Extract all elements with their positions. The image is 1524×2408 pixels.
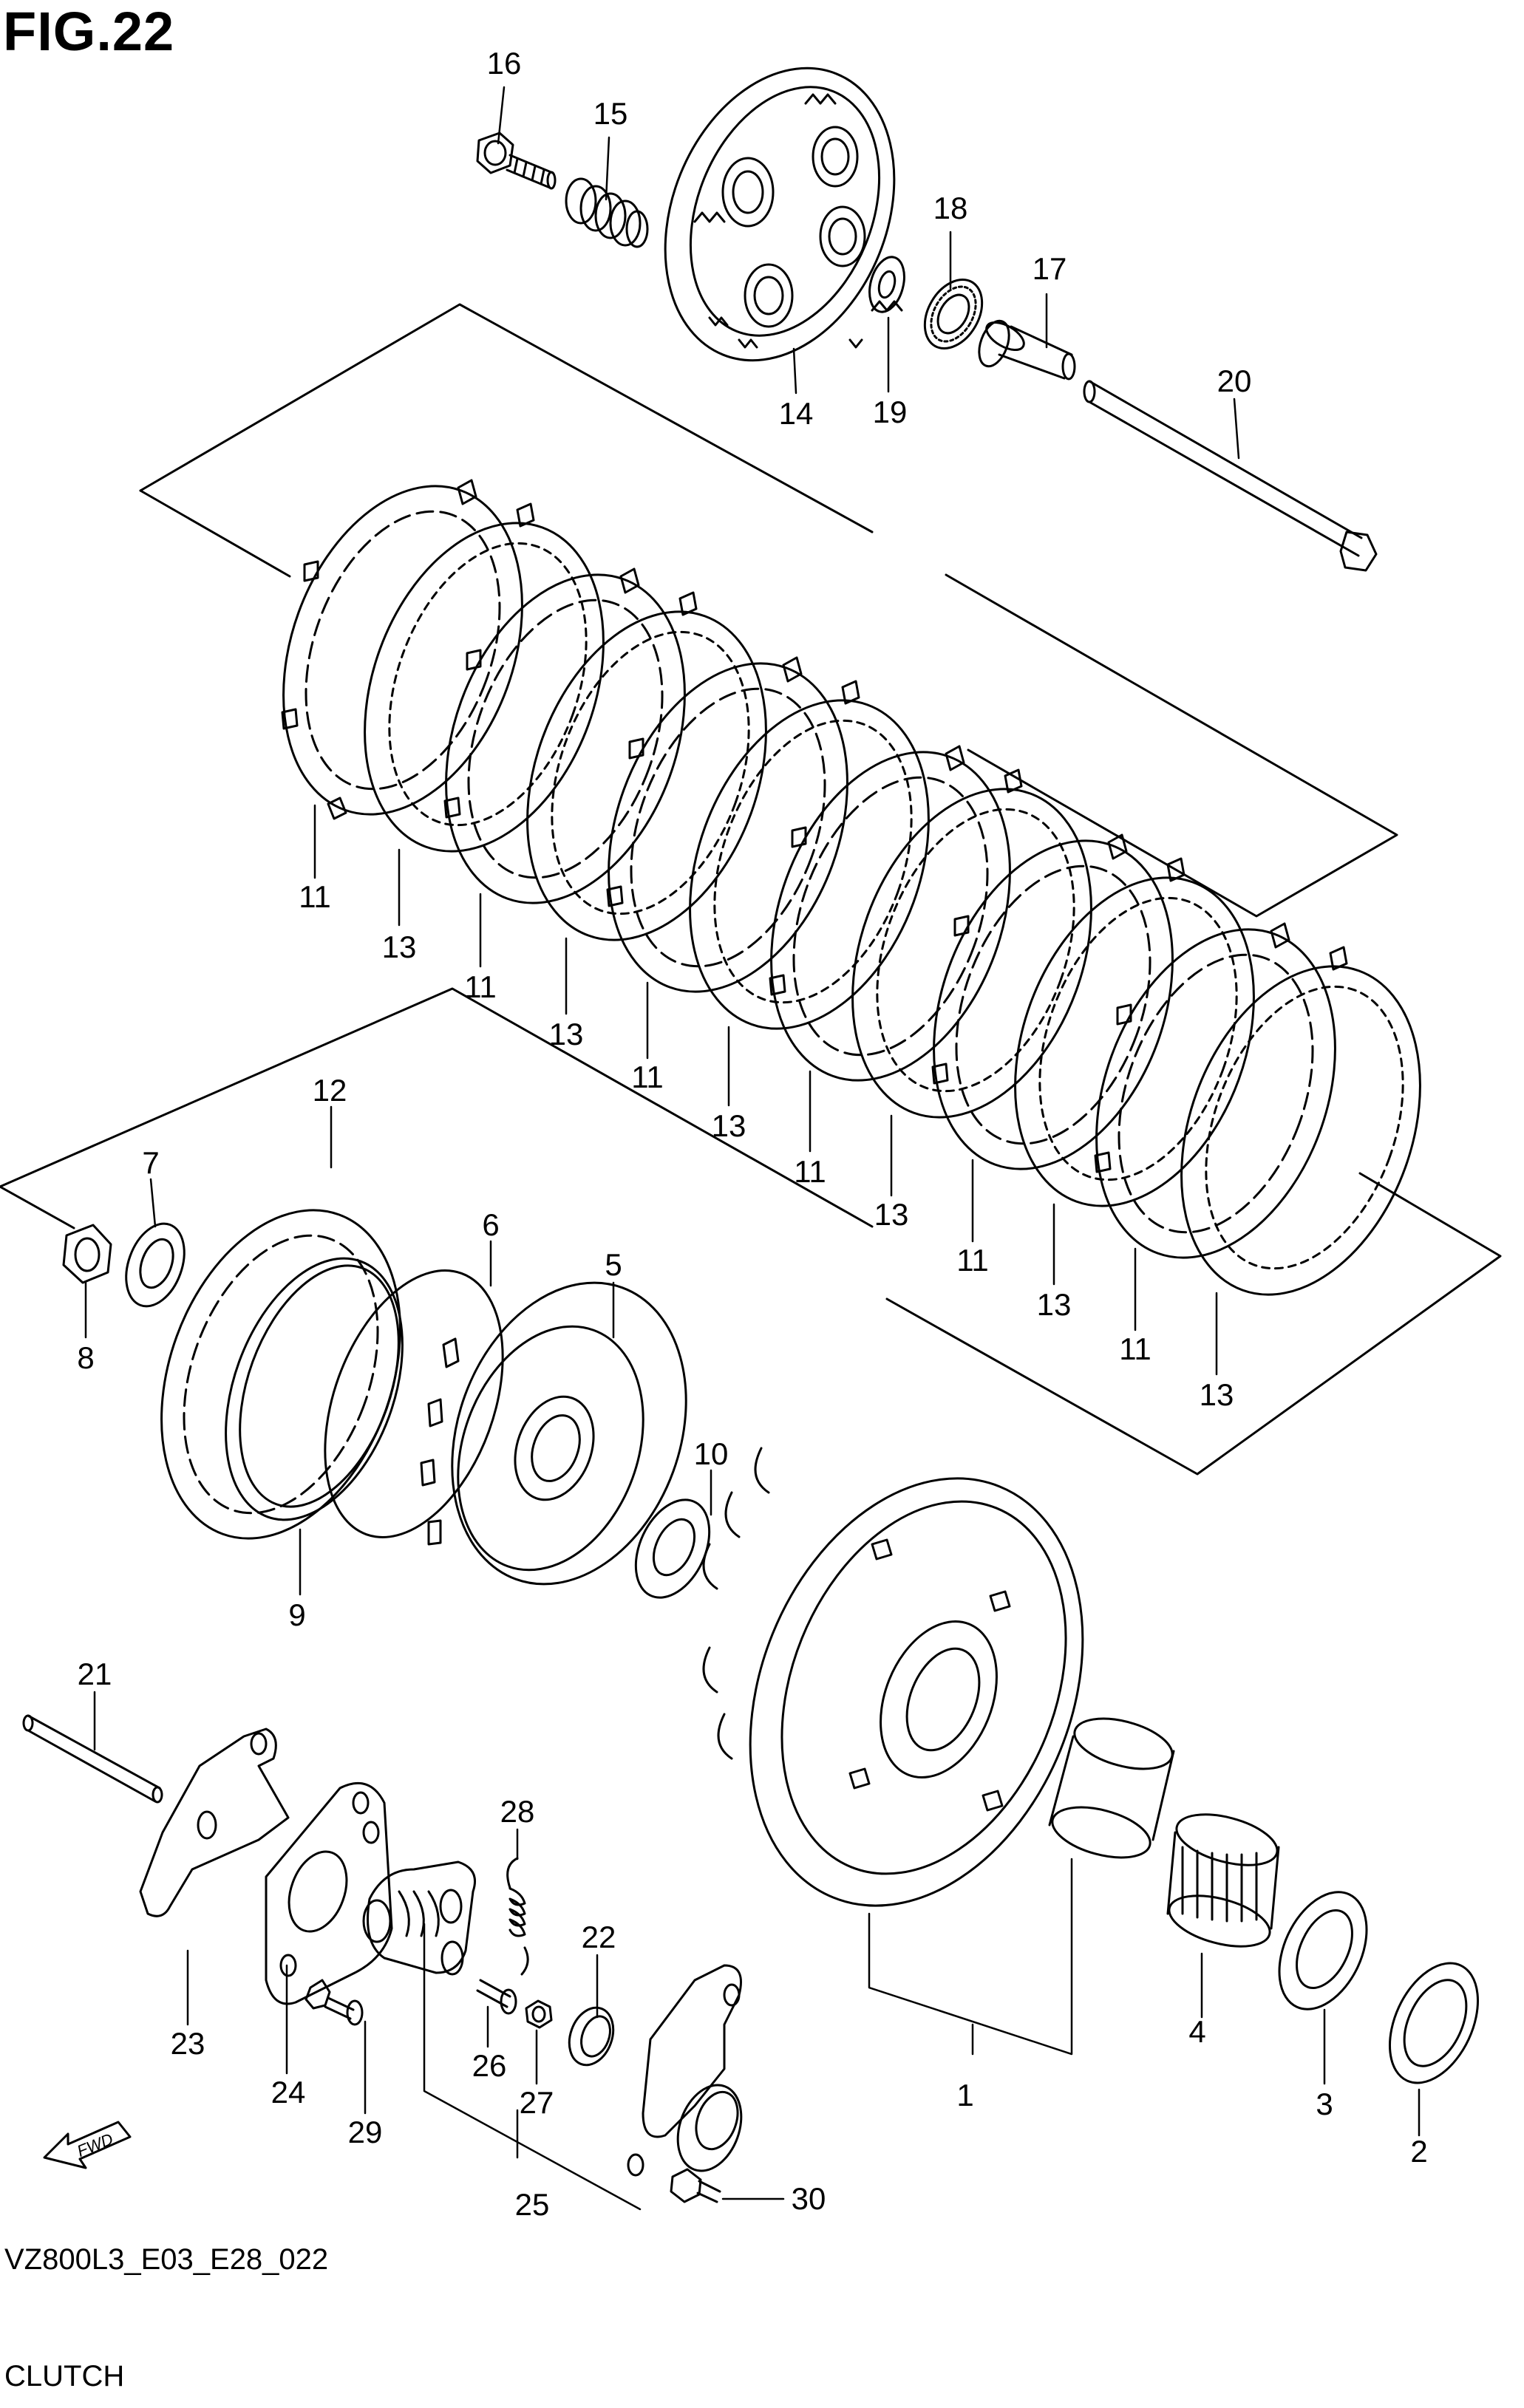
callout-23: 23 [171, 2026, 205, 2061]
part-9-spring-seat [225, 1257, 404, 1521]
part-8-nut [62, 1224, 112, 1284]
part-13-driven-plate [689, 699, 930, 1030]
part-30-bolt [670, 2168, 721, 2203]
callout-11-b: 11 [464, 969, 497, 1004]
callout-19: 19 [873, 395, 908, 429]
callout-1: 1 [956, 2078, 973, 2112]
callout-13-f: 13 [1200, 1377, 1234, 1412]
part-11-drive-plate [931, 833, 1185, 1170]
pressure-plate-group [476, 66, 1378, 572]
part-18-bearing [923, 278, 984, 350]
figure-title: FIG.22 [3, 1, 175, 62]
part-23-bracket [139, 1727, 290, 1917]
callout-7: 7 [142, 1145, 159, 1180]
callout-25: 25 [515, 2187, 550, 2222]
plates-enclosure-right [945, 573, 1398, 918]
part-27-nut [525, 1999, 553, 2029]
part-11-drive-plate [769, 745, 1023, 1082]
leader-lines [84, 86, 1421, 2211]
part-13-driven-plate [851, 788, 1092, 1119]
part-14-pressure-plate [664, 66, 903, 362]
callout-24: 24 [271, 2075, 306, 2109]
part-10-washer [634, 1498, 711, 1599]
hub-enclosure-left [0, 1185, 75, 1229]
callout-15: 15 [593, 96, 628, 131]
part-15-spring [565, 177, 649, 248]
callout-17: 17 [1033, 251, 1067, 286]
callout-11-a: 11 [299, 879, 331, 914]
callout-10: 10 [694, 1436, 729, 1471]
callout-8: 8 [77, 1340, 94, 1375]
callout-20: 20 [1217, 364, 1252, 398]
callout-2: 2 [1410, 2134, 1427, 2169]
part-6-spring-washer [324, 1269, 504, 1538]
part-11-drive-plate [281, 479, 535, 820]
plates-enclosure-upper [139, 303, 874, 533]
part-22-seal [568, 2006, 615, 2067]
callout-14: 14 [779, 396, 814, 431]
callout-22: 22 [582, 1920, 616, 1954]
callout-11-f: 11 [1119, 1331, 1151, 1366]
part-1-primary-driven-gear [702, 1447, 1084, 1907]
part-16-bolt [476, 132, 557, 190]
part-13-driven-plate [1180, 965, 1421, 1296]
part-5-sleeve-hub [420, 1281, 687, 1586]
callout-13-a: 13 [382, 930, 417, 964]
hub-group [62, 1209, 711, 1599]
part-11-drive-plate [443, 567, 698, 904]
part-7-washer [125, 1222, 186, 1308]
part-11-drive-plate [1094, 922, 1348, 1259]
part-21-pin [22, 1714, 163, 1804]
part-4-needle-bearing [1166, 1813, 1280, 1948]
hub-enclosure-right [885, 1172, 1502, 1476]
diagram-code: VZ800L3_E03_E28_022 [4, 2243, 329, 2276]
part-12-drive-plate [160, 1209, 401, 1540]
part-28-spring [506, 1857, 529, 1976]
callout-21: 21 [78, 1657, 112, 1691]
callout-11-d: 11 [794, 1154, 826, 1189]
part-20-pushrod [1083, 380, 1378, 572]
part-25-release-housing [627, 1964, 743, 2177]
part-11-drive-plate [606, 656, 860, 993]
callout-16: 16 [487, 46, 522, 81]
callouts: 1 2 3 4 5 6 7 8 9 10 11 11 11 11 11 11 1… [77, 46, 1427, 2222]
part-13-driven-plate [364, 522, 605, 853]
callout-26: 26 [472, 2048, 507, 2083]
callout-30: 30 [792, 2181, 826, 2216]
part-17-push-piece [978, 319, 1076, 381]
part-26-screw [476, 1979, 517, 2015]
callout-13-e: 13 [1037, 1287, 1072, 1322]
diagram-caption: CLUTCH [4, 2360, 125, 2392]
callout-27: 27 [520, 2085, 554, 2120]
part-13-driven-plate [1014, 876, 1255, 1207]
plates-enclosure-left [139, 489, 291, 578]
callout-11-c: 11 [631, 1060, 664, 1094]
callout-6: 6 [482, 1207, 499, 1242]
part-2-spacer [1388, 1962, 1480, 2084]
callout-4: 4 [1188, 2014, 1205, 2049]
part-13-driven-plate [526, 610, 767, 941]
callout-13-d: 13 [874, 1197, 909, 1232]
part-19-washer [868, 256, 905, 313]
part-29-bolt [305, 1979, 364, 2026]
callout-28: 28 [500, 1794, 535, 1829]
callout-11-e: 11 [956, 1243, 989, 1278]
plate-stack [281, 479, 1421, 1296]
callout-13-c: 13 [712, 1108, 746, 1143]
fwd-arrow-icon [43, 2121, 132, 2169]
part-25-release-cam [362, 1860, 476, 1976]
part-4-spacer [1048, 1717, 1175, 1859]
callout-9: 9 [288, 1597, 305, 1632]
callout-18: 18 [933, 191, 968, 225]
part-3-washer [1278, 1891, 1368, 2010]
callout-5: 5 [605, 1247, 622, 1282]
callout-3: 3 [1316, 2087, 1333, 2121]
callout-12: 12 [313, 1073, 347, 1108]
hub-enclosure-upper [0, 987, 874, 1228]
callout-29: 29 [348, 2115, 383, 2149]
callout-13-b: 13 [549, 1017, 584, 1051]
